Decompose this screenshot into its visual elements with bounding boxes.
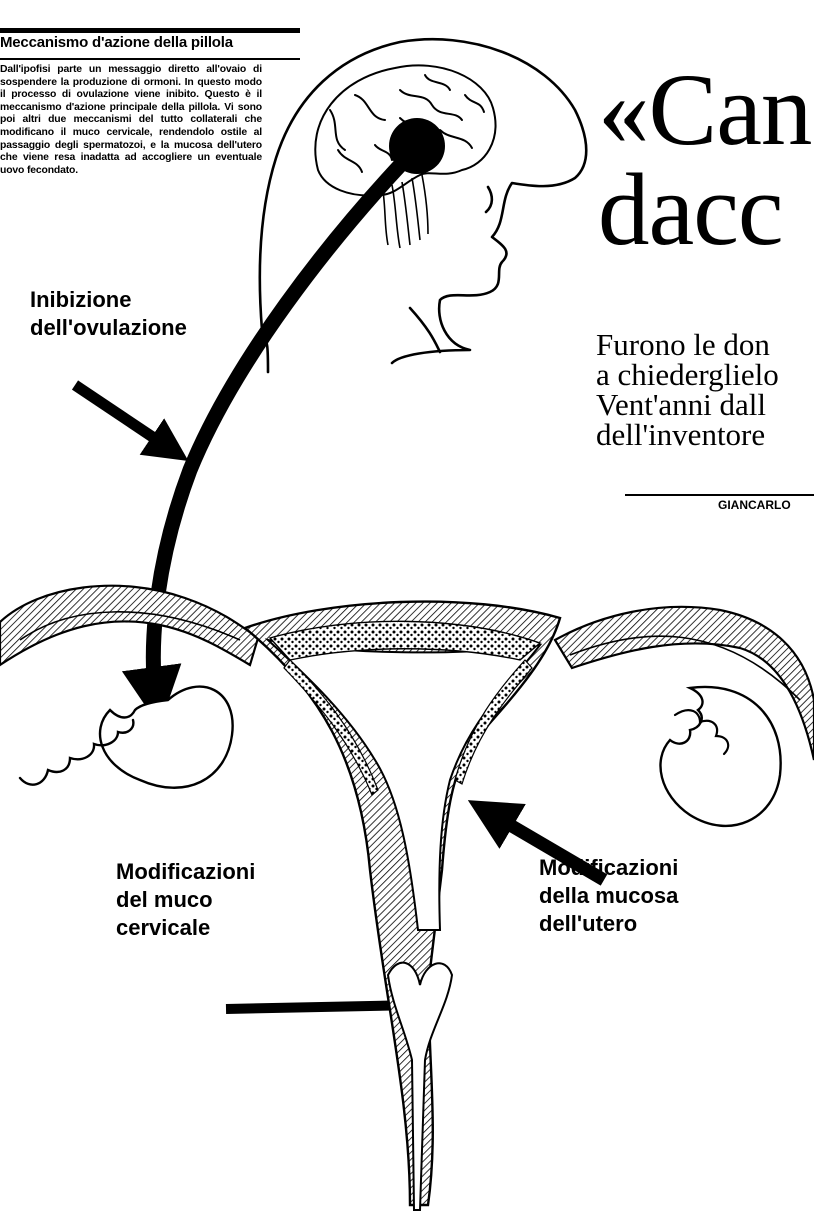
ovary-right xyxy=(660,687,780,826)
headline: «Can dacc xyxy=(598,60,814,280)
box-body-text: Dall'ipofisi parte un messaggio diretto … xyxy=(0,64,262,244)
head-profile xyxy=(260,39,586,372)
byline: GIANCARLO xyxy=(718,498,814,514)
subheadline: Furono le don a chiederglielo Vent'anni … xyxy=(596,330,814,480)
label-cervical-mucus: Modificazioni del muco cervicale xyxy=(116,858,255,942)
label-ovulation-inhibition: Inibizione dell'ovulazione xyxy=(30,286,187,342)
cervical-canal xyxy=(388,963,452,1210)
label-uterine-lining: Modificazioni della mucosa dell'utero xyxy=(539,854,678,938)
cervical-mucus-pointer-arrow xyxy=(226,1005,415,1009)
ovary-left xyxy=(100,687,233,788)
box-top-rule xyxy=(0,28,300,33)
byline-rule xyxy=(625,494,814,496)
box-title-rule xyxy=(0,58,300,60)
ovulation-pointer-arrow xyxy=(75,385,172,450)
box-title: Meccanismo d'azione della pillola xyxy=(0,34,300,56)
fallopian-tube-left xyxy=(0,586,258,665)
